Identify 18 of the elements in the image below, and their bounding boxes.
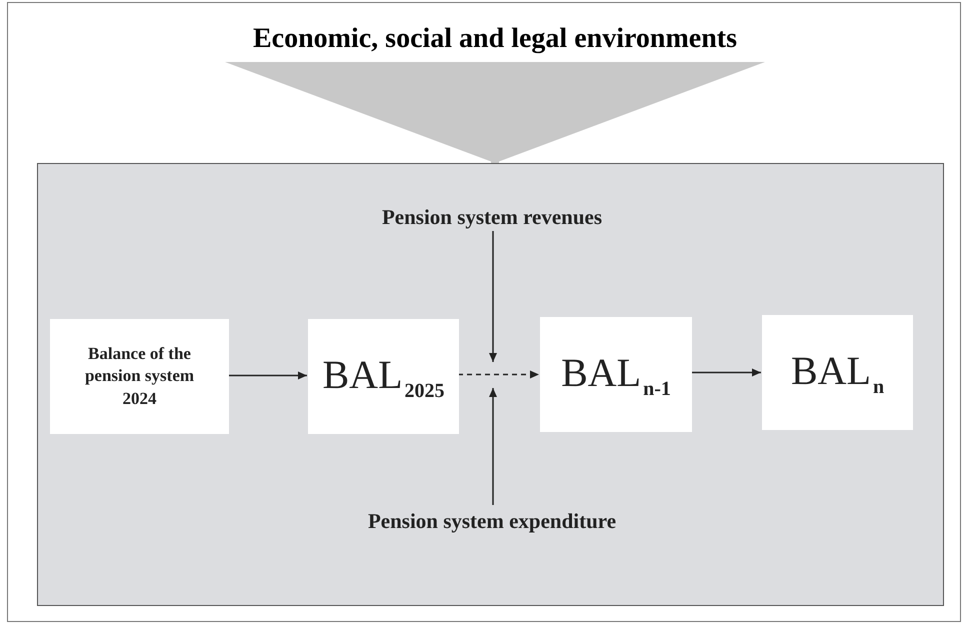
arrow [458,370,539,378]
label-text: Pension system expenditure [342,506,642,536]
diagram-panel [37,163,944,606]
variable-text: BAL$_{n-1}$ [561,348,671,400]
label-text: Pension system revenues [342,202,642,232]
arrow [489,231,497,362]
process-box [50,319,229,434]
title-text: Economic, social and legal environments [190,16,800,62]
arrow [691,368,761,376]
process-box [762,315,913,430]
process-box [308,319,459,434]
chevron-arrow [225,62,765,163]
arrow [228,372,307,380]
process-box [540,317,692,432]
box-text: Balance of the pension system 2024 [84,343,196,410]
arrow [489,388,497,505]
variable-text: BAL$_{2025}$ [322,350,444,402]
variable-text: BAL$_{n}$ [790,346,884,398]
